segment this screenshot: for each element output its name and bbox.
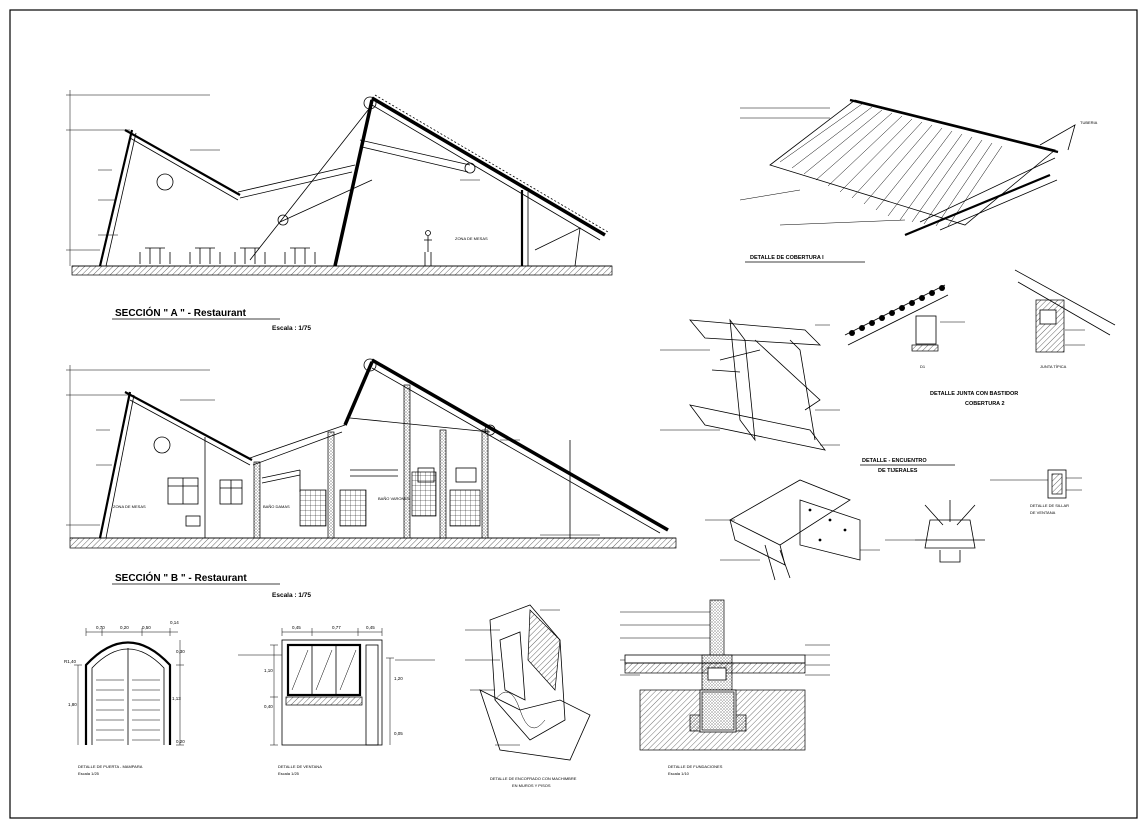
ventana-dim-5: 0,40	[264, 704, 273, 709]
detail-ventana-title: DETALLE DE VENTANA	[278, 764, 322, 769]
section-a-zone-label: ZONA DE MESAS	[455, 236, 488, 241]
detail-encofrado-title-2: EN MUROS Y PISOS	[512, 783, 551, 788]
section-b-bano-varones: BAÑO VARONES	[378, 496, 410, 501]
puerta-dim-6: 0,30	[176, 649, 185, 654]
detail-fundacion-scale: Escala 1/10	[668, 771, 690, 776]
detail-tijeral-iso-drawing	[705, 479, 985, 581]
detail-encuentro-drawing	[660, 318, 840, 451]
puerta-dim-4: 0,14	[170, 620, 179, 625]
section-b-title: SECCIÓN " B " - Restaurant	[115, 571, 247, 584]
cobertura-tuberia-label: TUBERIA	[1080, 120, 1098, 125]
puerta-dim-8: 1,13	[172, 696, 181, 701]
puerta-dim-5: R1,40	[64, 659, 77, 664]
detail-puerta-scale: Escala 1/25	[78, 771, 100, 776]
detail-ventana-drawing: 0,45 0,77 0,45 1,10 0,40 1,20 0,05	[238, 625, 435, 746]
puerta-dim-3: 0,50	[142, 625, 151, 630]
section-a-drawing: ZONA DE MESAS	[66, 90, 613, 276]
ventana-dim-4: 1,10	[264, 668, 273, 673]
detail-encofrado-drawing	[465, 604, 591, 761]
detail-fundacion-drawing	[620, 599, 830, 751]
puerta-dim-7: 1,80	[68, 702, 77, 707]
section-a-title: SECCIÓN " A " - Restaurant	[115, 306, 247, 319]
detail-cobertura-1-drawing: TUBERIA	[739, 98, 1098, 237]
detail-junta-title-2: COBERTURA 2	[965, 401, 1005, 407]
puerta-dim-1: 0,70	[96, 625, 105, 630]
detail-puerta-drawing: 0,70 0,20 0,50 0,14 R1,40 0,30 1,80 1,13…	[64, 620, 185, 746]
section-b-zone-label: ZONA DE MESAS	[113, 504, 146, 509]
detail-cobertura-1-title: DETALLE DE COBERTURA I	[750, 255, 824, 261]
detail-fundacion-title: DETALLE DE FUNDACIONES	[668, 764, 723, 769]
ventana-dim-1: 0,45	[292, 625, 301, 630]
detail-sillar-title-1: DETALLE DE SILLAR	[1030, 503, 1069, 508]
section-b-drawing: ZONA DE MESAS BAÑO DAMAS BAÑO VARONES	[66, 358, 677, 549]
section-b-bano-damas: BAÑO DAMAS	[263, 504, 290, 509]
ventana-dim-3: 0,45	[366, 625, 375, 630]
detail-puerta-title: DETALLE DE PUERTA - MAMPARA	[78, 764, 143, 769]
detail-encofrado-title-1: DETALLE DE ENCOFRADO CON MACHIMBRE	[490, 776, 577, 781]
puerta-dim-2: 0,20	[120, 625, 129, 630]
detail-sillar-title-2: DE VENTANA	[1030, 510, 1056, 515]
section-a-scale: Escala : 1/75	[272, 325, 311, 332]
detail-ventana-scale: Escala 1/25	[278, 771, 300, 776]
ventana-dim-2: 0,77	[332, 625, 341, 630]
detail-junta-title-1: DETALLE JUNTA CON BASTIDOR	[930, 391, 1018, 397]
ventana-dim-6: 1,20	[394, 676, 403, 681]
junta-tipica-label: JUNTA TÍPICA	[1040, 364, 1067, 369]
section-b-scale: Escala : 1/75	[272, 592, 311, 599]
junta-d1-label: D1	[920, 364, 926, 369]
detail-encuentro-title-2: DE TIJERALES	[878, 468, 918, 474]
puerta-dim-9: 0,20	[176, 739, 185, 744]
detail-sillar-drawing	[990, 469, 1082, 499]
detail-encuentro-title-1: DETALLE - ENCUENTRO	[862, 458, 927, 464]
sheet-border	[9, 9, 1138, 819]
ventana-dim-7: 0,05	[394, 731, 403, 736]
detail-junta-drawing: D1 JUNTA TÍPICA	[844, 269, 1116, 369]
